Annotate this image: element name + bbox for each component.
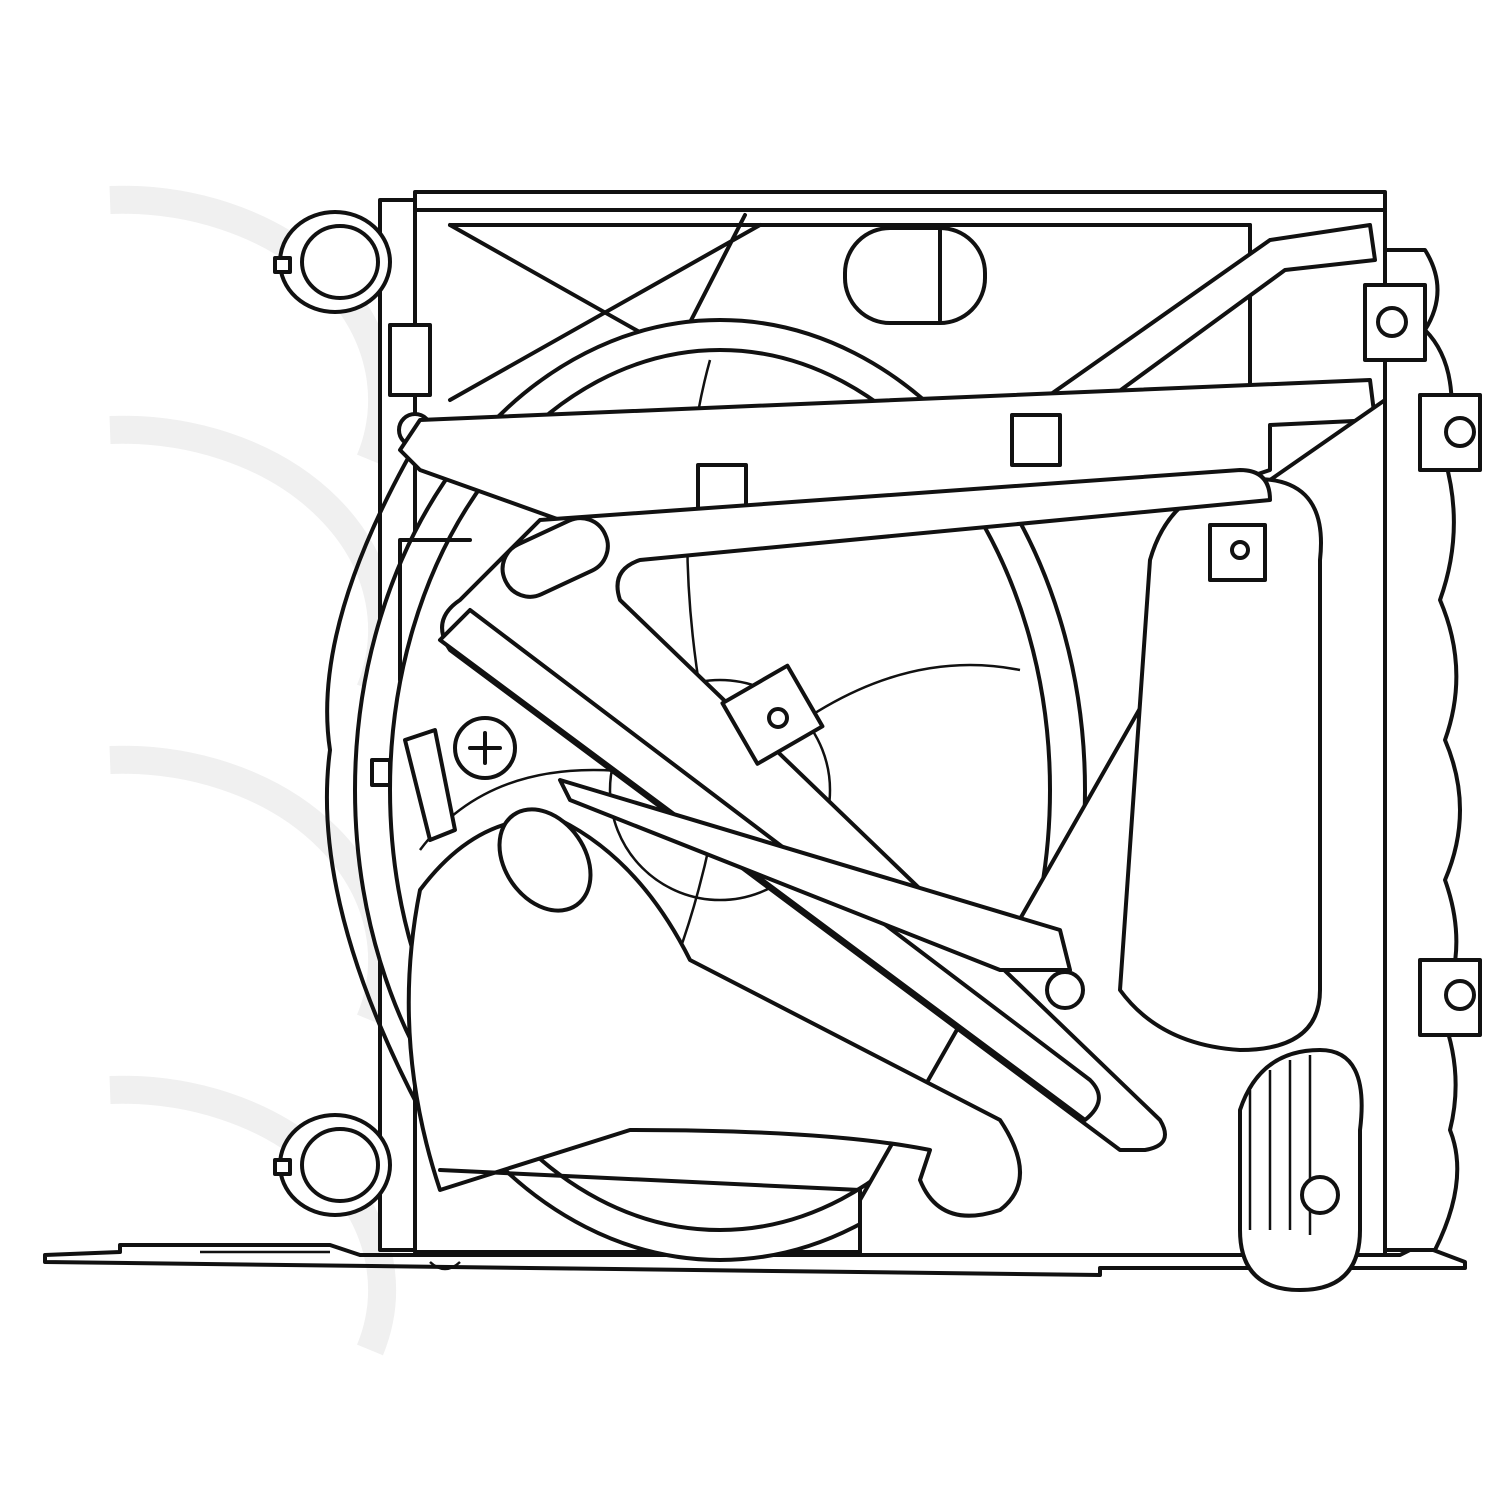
lower-hose-outlet (273, 1113, 392, 1217)
hose-diagonal-outer (440, 468, 1272, 1152)
hose-diagonal-lower (558, 778, 1072, 972)
plate-window-lower (1238, 1048, 1364, 1292)
plate-window-upper (1118, 477, 1323, 1052)
mount-bracket-top (1363, 283, 1427, 362)
upper-hose-inlet (273, 210, 392, 314)
mount-bracket-mid (1418, 393, 1482, 472)
screw-icon (453, 716, 517, 780)
mount-bracket-low (1418, 958, 1482, 1037)
overflow-reservoir (843, 226, 987, 325)
duct-opening (497, 807, 593, 913)
